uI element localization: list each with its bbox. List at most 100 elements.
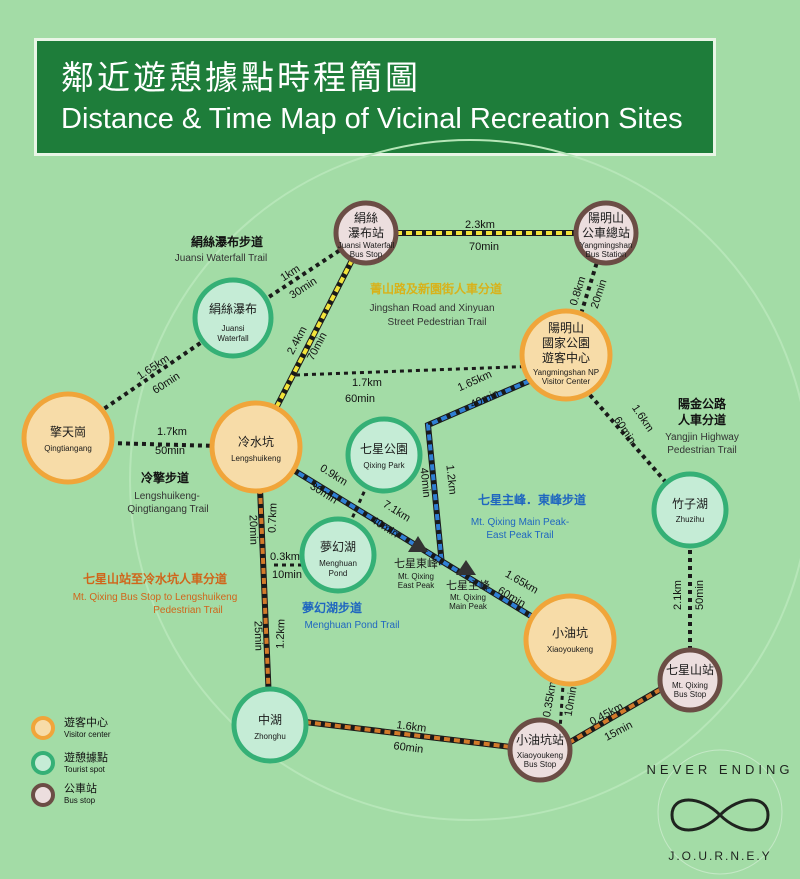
infinity-icon [670, 798, 770, 832]
svg-text:Tourist spot: Tourist spot [64, 765, 106, 774]
node-zhuzihu: 竹子湖 Zhuzihu [651, 471, 729, 549]
svg-text:Juansi Waterfall: Juansi Waterfall [338, 241, 395, 250]
legend-item-tourist-spot: 遊憩據點 Tourist spot [31, 750, 108, 775]
svg-text:Juansi: Juansi [221, 324, 244, 333]
svg-text:Zhonghu: Zhonghu [254, 732, 286, 741]
svg-text:瀑布站: 瀑布站 [348, 226, 384, 240]
seg-label: 0.35km [541, 681, 559, 719]
trail-name-zh: 陽金公路 [678, 396, 727, 411]
svg-text:Bus Stop: Bus Stop [350, 250, 383, 259]
svg-text:竹子湖: 竹子湖 [672, 496, 708, 511]
seg-label: 60min [393, 740, 424, 756]
svg-text:Menghuan: Menghuan [319, 559, 357, 568]
seg-label: 1.6km [629, 403, 656, 435]
seg-label: 70min [469, 241, 499, 253]
svg-text:Xiaoyoukeng: Xiaoyoukeng [547, 645, 593, 654]
watermark-top-text: NEVER ENDING [647, 762, 794, 777]
title-chinese: 鄰近遊憩據點時程簡圖 [61, 58, 421, 97]
seg-label: 1.7km [352, 377, 382, 389]
node-yangmingshan-bus-station: 陽明山 公車總站 Yangmingshan Bus Station [573, 200, 639, 266]
svg-text:公車站: 公車站 [64, 781, 97, 795]
svg-text:Visitor Center: Visitor Center [542, 377, 591, 386]
svg-text:Bus Stop: Bus Stop [674, 690, 707, 699]
trail-name-en: Mt. Qixing Bus Stop to Lengshuikeng [73, 592, 238, 603]
seg-label: 0.7km [266, 503, 279, 533]
svg-text:絹絲瀑布: 絹絲瀑布 [209, 301, 257, 316]
trail-name-zh: 夢幻湖步道 [302, 600, 362, 615]
main-peak-marker [456, 560, 476, 575]
seg-label: 1.2km [443, 464, 458, 495]
trail-name-en: Pedestrian Trail [667, 445, 736, 456]
svg-text:遊憩據點: 遊憩據點 [64, 750, 108, 764]
trail-name-zh: 冷擎步道 [141, 470, 189, 485]
trail-name-zh: 絹絲瀑布步道 [191, 234, 263, 249]
trail-name-en: Qingtiangang Trail [127, 504, 208, 515]
seg-label: 60min [345, 393, 375, 405]
trail-name-en: East Peak Trail [486, 530, 553, 541]
svg-text:Visitor center: Visitor center [64, 730, 111, 739]
svg-text:Waterfall: Waterfall [217, 334, 248, 343]
svg-text:Bus stop: Bus stop [64, 796, 96, 805]
seg-label: 2.3km [465, 219, 495, 231]
blue-route [254, 362, 572, 643]
seg-label: 50min [694, 580, 706, 610]
svg-text:Xiaoyoukeng: Xiaoyoukeng [517, 751, 563, 760]
map-header: 鄰近遊憩據點時程簡圖 Distance & Time Map of Vicina… [34, 38, 716, 156]
svg-text:絹絲: 絹絲 [354, 210, 378, 225]
svg-text:Yangmingshan: Yangmingshan [580, 241, 633, 250]
node-zhonghu: 中湖 Zhonghu [231, 686, 309, 764]
trail-labels: 絹絲瀑布步道 Juansi Waterfall Trail 菁山路及新園街人車分… [73, 234, 739, 631]
trail-name-en: Juansi Waterfall Trail [175, 253, 267, 264]
seg-label: 60min [151, 370, 183, 396]
svg-text:七星山站: 七星山站 [666, 663, 714, 677]
peaks: 七星東峰 Mt. Qixing East Peak 七星主峰 Mt. Qixin… [394, 536, 490, 611]
trail-name-zh: 人車分道 [678, 412, 726, 427]
node-qixing-park: 七星公園 Qixing Park [345, 416, 423, 494]
peak-name-en: Main Peak [449, 602, 488, 611]
seg-label: 40min [369, 514, 401, 540]
trail-name-zh: 七星山站至冷水坑人車分道 [83, 571, 227, 586]
trail-name-en: Jingshan Road and Xinyuan [369, 303, 494, 314]
seg-label: 25min [251, 621, 264, 651]
node-xiaoyoukeng-bus-stop: 小油坑站 Xiaoyoukeng Bus Stop [507, 717, 573, 783]
seg-label: 1.7km [157, 426, 187, 438]
seg-label: 2.1km [672, 580, 684, 610]
svg-text:Qixing Park: Qixing Park [363, 461, 405, 470]
yellow-route [253, 230, 606, 449]
peak-name-en: Mt. Qixing [450, 593, 486, 602]
node-juansi-bus-stop: 絹絲 瀑布站 Juansi Waterfall Bus Stop [333, 200, 399, 266]
node-qixing-bus-stop: 七星山站 Mt. Qixing Bus Stop [657, 647, 723, 713]
svg-text:小油坑: 小油坑 [552, 625, 588, 640]
svg-text:Mt. Qixing: Mt. Qixing [672, 681, 708, 690]
legend: 遊客中心 Visitor center 遊憩據點 Tourist spot 公車… [31, 715, 111, 807]
watermark: NEVER ENDING J.O.U.R.N.E.Y [647, 749, 794, 875]
seg-label: 1.2km [274, 619, 287, 649]
svg-text:擎天崗: 擎天崗 [50, 424, 86, 439]
legend-item-visitor-center: 遊客中心 Visitor center [31, 715, 111, 740]
node-lengshuikeng: 冷水坑 Lengshuikeng [209, 400, 303, 494]
trail-name-en: Yangjin Highway [665, 432, 739, 443]
seg-label: 30min [308, 480, 340, 506]
seg-label: 10min [563, 686, 580, 718]
trail-name-en: Street Pedestrian Trail [388, 317, 487, 328]
node-yangmingshan-visitor-center: 陽明山 國家公園 遊客中心 Yangmingshan NP Visitor Ce… [519, 308, 613, 402]
trail-name-en: Menghuan Pond Trail [304, 620, 399, 631]
svg-text:Yangmingshan NP: Yangmingshan NP [533, 368, 599, 377]
trail-name-en: Lengshuikeng- [134, 491, 200, 502]
svg-text:國家公園: 國家公園 [542, 335, 590, 350]
svg-text:Qingtiangang: Qingtiangang [44, 444, 92, 453]
svg-text:Bus Stop: Bus Stop [524, 760, 557, 769]
seg-label: 20min [246, 515, 259, 545]
trail-name-en: Mt. Qixing Main Peak- [471, 517, 569, 528]
trail-name-zh: 菁山路及新園街人車分道 [370, 281, 502, 296]
svg-text:七星公園: 七星公園 [360, 442, 408, 456]
node-juansi-waterfall: 絹絲瀑布 Juansi Waterfall [192, 277, 274, 359]
svg-text:冷水坑: 冷水坑 [238, 434, 274, 449]
watermark-bottom-text: J.O.U.R.N.E.Y [668, 849, 771, 863]
seg-label: 40min [469, 388, 501, 411]
svg-text:遊客中心: 遊客中心 [64, 715, 108, 729]
seg-label: 40min [417, 467, 432, 498]
svg-text:遊客中心: 遊客中心 [542, 350, 590, 365]
trail-name-en: Pedestrian Trail [153, 605, 222, 616]
